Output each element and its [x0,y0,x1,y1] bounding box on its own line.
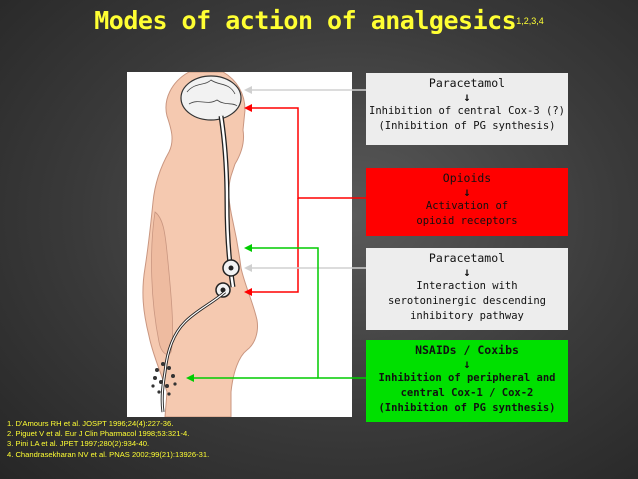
box-line: (Inhibition of PG synthesis) [378,402,556,414]
reference-item: 3. Pini LA et al. JPET 1997;280(2):934-4… [7,439,150,449]
reference-item: 4. Chandrasekharan NV et al. PNAS 2002;9… [7,449,210,459]
reference-item: 2. Piguet V et al. Eur J Clin Pharmacol … [7,429,190,439]
title-text: Modes of action of analgesics [94,6,517,35]
title-superscript: 1,2,3,4 [516,16,544,26]
references-list: 1. D'Amours RH et al. JOSPT 1996;24(4):2… [7,419,209,460]
box-line: (Inhibition of PG synthesis) [378,120,556,132]
paracetamol-central-box: Paracetamol ↓ Inhibition of central Cox-… [366,73,568,145]
down-arrow-icon: ↓ [463,265,471,279]
reference-item: 1. D'Amours RH et al. JOSPT 1996;24(4):2… [7,419,174,428]
down-arrow-icon: ↓ [463,185,471,199]
box-line: inhibitory pathway [410,310,524,322]
paracetamol-serotoninergic-box: Paracetamol ↓ Interaction with serotonin… [366,248,568,330]
nsaids-coxibs-box: NSAIDs / Coxibs ↓ Inhibition of peripher… [366,340,568,422]
slide-title: Modes of action of analgesics1,2,3,4 [0,6,638,35]
box-line: central Cox-1 / Cox-2 [400,387,534,399]
box-line: serotoninergic descending [387,295,547,307]
box-line: opioid receptors [416,215,518,227]
box-heading: Opioids [442,171,492,185]
opioids-box: Opioids ↓ Activation of opioid receptors [366,168,568,236]
box-line: Inhibition of central Cox-3 (?) [369,105,565,117]
down-arrow-icon: ↓ [463,357,471,371]
human-body-icon [142,71,258,418]
down-arrow-icon: ↓ [463,90,471,104]
arm-shape [151,211,174,355]
box-line: Interaction with [416,280,518,292]
box-line: Inhibition of peripheral and [378,372,556,384]
box-heading: Paracetamol [428,76,506,90]
box-heading: Paracetamol [428,251,506,265]
body-figure-panel [127,71,352,418]
box-heading: NSAIDs / Coxibs [415,343,519,357]
nerve-endings [151,362,177,396]
brain-shape [180,75,242,121]
box-line: Activation of [425,200,509,212]
